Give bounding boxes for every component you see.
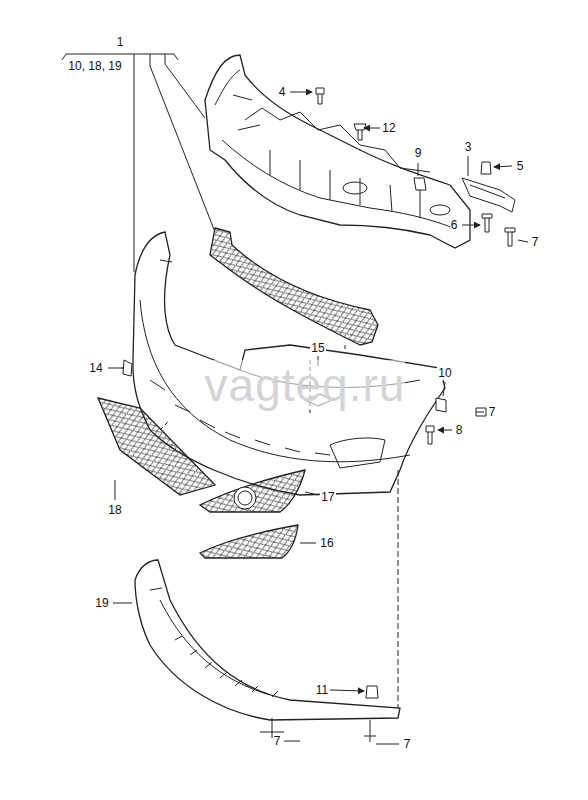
callout-number: 3 [464, 140, 473, 154]
callout-number: 11 [315, 683, 329, 697]
callout-number: 10 [437, 366, 452, 380]
callout-number: 4 [278, 85, 287, 99]
callout-number: 7 [273, 734, 282, 748]
callout-number: 12 [381, 121, 396, 135]
callout-number: 18 [107, 503, 122, 517]
callout-number: 17 [320, 490, 335, 504]
watermark: vagteq.ru [205, 360, 406, 410]
callout-number: 10, 18, 19 [67, 59, 122, 73]
callout-number: 1 [116, 35, 125, 49]
callout-number: 7 [488, 405, 497, 419]
callout-number: 7 [531, 235, 540, 249]
callout-number: 5 [516, 159, 525, 173]
callout-number: 9 [414, 146, 423, 160]
callout-number: 6 [450, 218, 459, 232]
callout-number: 8 [455, 423, 464, 437]
callout-number: 15 [310, 341, 325, 355]
callout-number: 14 [88, 361, 103, 375]
callout-number: 16 [319, 536, 334, 550]
callout-number: 7 [403, 737, 412, 751]
callout-number: 19 [94, 596, 109, 610]
